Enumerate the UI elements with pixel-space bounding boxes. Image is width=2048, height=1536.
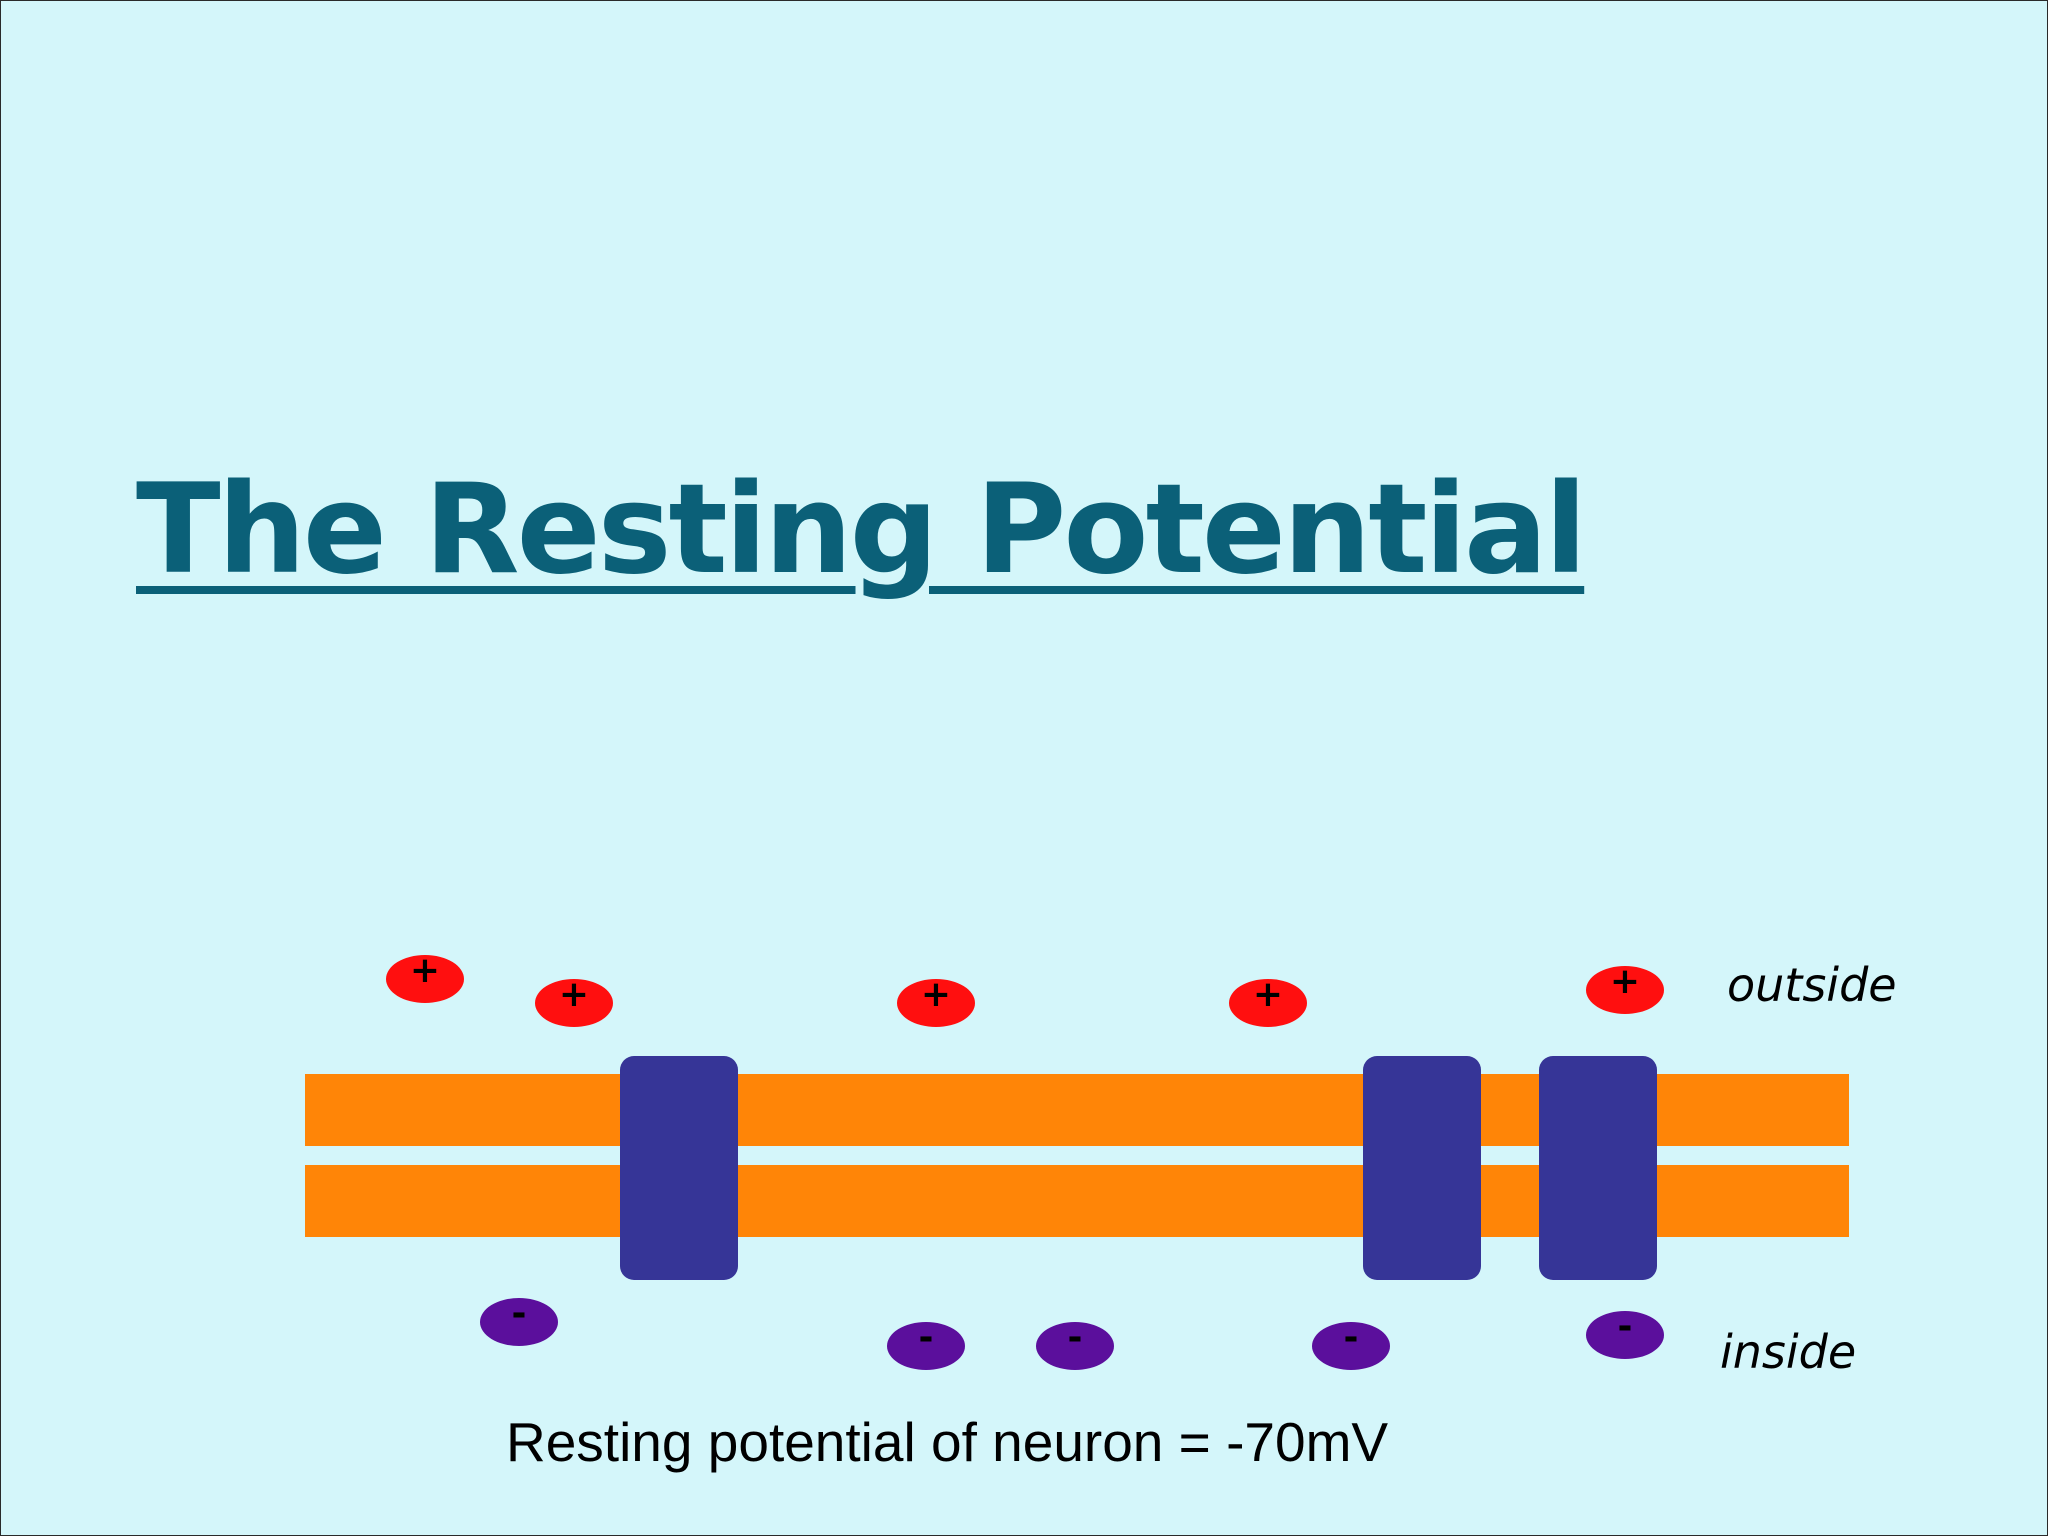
positive-ion: + [1229, 977, 1307, 1027]
slide-title: The Resting Potential [136, 458, 1587, 602]
negative-ion: - [887, 1320, 965, 1370]
outside-label: outside [1727, 958, 1897, 1012]
positive-ion: + [897, 977, 975, 1027]
negative-ion: - [480, 1296, 558, 1346]
negative-ion: - [1586, 1309, 1664, 1359]
negative-ion: - [1312, 1320, 1390, 1370]
ion-channel [1363, 1056, 1481, 1280]
ion-channel [620, 1056, 738, 1280]
inside-label: inside [1720, 1325, 1857, 1379]
ion-channel [1539, 1056, 1657, 1280]
positive-ion: + [535, 977, 613, 1027]
positive-ion: + [386, 953, 464, 1003]
resting-potential-caption: Resting potential of neuron = -70mV [506, 1411, 1389, 1473]
positive-ion: + [1586, 964, 1664, 1014]
negative-ion: - [1036, 1320, 1114, 1370]
